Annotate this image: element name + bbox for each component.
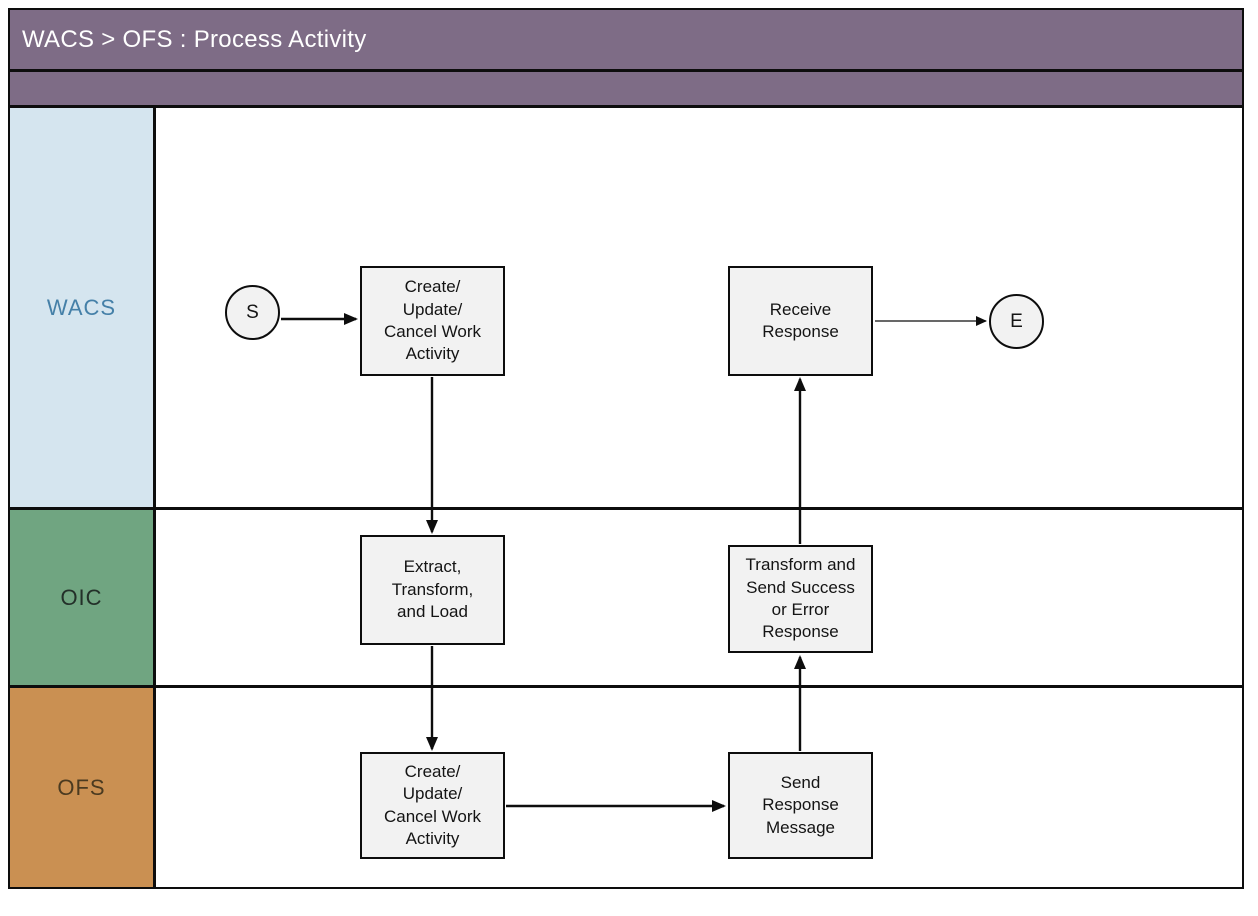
lane-body-wacs xyxy=(156,108,1242,507)
process-label: Receive Response xyxy=(762,299,839,341)
process-transform-send-response: Transform and Send Success or Error Resp… xyxy=(728,545,873,653)
lane-label-oic: OIC xyxy=(10,510,156,685)
lane-label-ofs-text: OFS xyxy=(57,774,106,800)
lane-body-oic xyxy=(156,510,1242,685)
process-wacs-create-update-cancel: Create/ Update/ Cancel Work Activity xyxy=(360,266,505,376)
diagram-subheader-bar xyxy=(10,72,1242,108)
lane-ofs: OFS xyxy=(10,688,1242,887)
diagram-title: WACS > OFS : Process Activity xyxy=(22,25,367,53)
process-ofs-create-update-cancel: Create/ Update/ Cancel Work Activity xyxy=(360,752,505,859)
process-label: Extract, Transform, and Load xyxy=(391,557,474,622)
lane-oic: OIC xyxy=(10,510,1242,688)
lane-label-wacs: WACS xyxy=(10,108,156,507)
end-node: E xyxy=(989,294,1044,349)
diagram-title-bar: WACS > OFS : Process Activity xyxy=(10,10,1242,72)
process-send-response-message: Send Response Message xyxy=(728,752,873,859)
process-label: Create/ Update/ Cancel Work Activity xyxy=(384,761,481,848)
lane-wacs: WACS xyxy=(10,108,1242,510)
process-label: Transform and Send Success or Error Resp… xyxy=(745,555,856,642)
process-extract-transform-load: Extract, Transform, and Load xyxy=(360,535,505,645)
process-label: Create/ Update/ Cancel Work Activity xyxy=(384,277,481,364)
diagram-frame: WACS > OFS : Process Activity WACS OIC O… xyxy=(8,8,1244,889)
start-node-label: S xyxy=(246,301,259,323)
lane-label-ofs: OFS xyxy=(10,688,156,887)
process-receive-response: Receive Response xyxy=(728,266,873,376)
start-node: S xyxy=(225,285,280,340)
lane-label-wacs-text: WACS xyxy=(46,294,117,320)
process-label: Send Response Message xyxy=(762,772,839,837)
lane-label-oic-text: OIC xyxy=(60,584,103,610)
lane-body-ofs xyxy=(156,688,1242,887)
end-node-label: E xyxy=(1010,310,1023,332)
